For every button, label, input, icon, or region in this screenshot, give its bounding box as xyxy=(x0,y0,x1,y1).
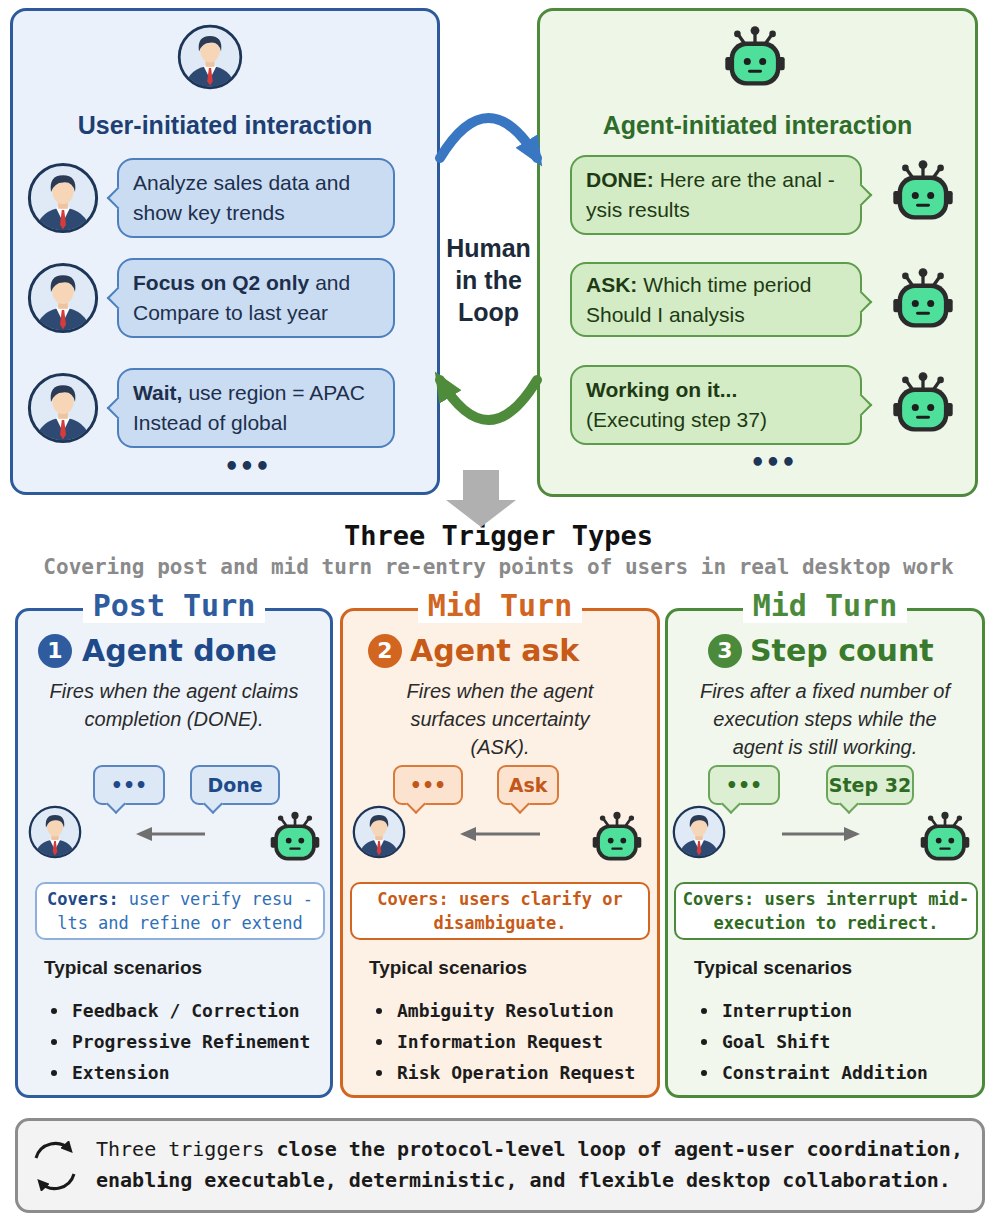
bubble-text: DONE:Here are the anal -ysis results xyxy=(586,165,846,225)
covers-lead: Covers: users interrupt mid- execution t… xyxy=(683,889,970,933)
trigger-description: Fires when the agent surfaces uncertaint… xyxy=(380,677,620,761)
turn-header: Mid Turn xyxy=(418,588,583,623)
user-bubble: Analyze sales data and show key trends xyxy=(117,158,395,238)
agent-bubble: ASK:Which time period Should I analysis xyxy=(570,262,862,337)
trigger-title: Step count xyxy=(750,633,934,669)
bold-lead: Working on it... xyxy=(586,378,737,401)
trigger-panel: Mid TurnStep countFires after a fixed nu… xyxy=(665,608,985,1098)
bubble-text: Focus on Q2 onlyand Compare to last year xyxy=(133,268,379,328)
scenario-item: Risk Operation Request xyxy=(397,1061,635,1085)
loop-label: Human in the Loop xyxy=(440,232,537,328)
more-dots: ••• xyxy=(726,448,820,478)
covers-text: Covers: users clarify or disambiguate. xyxy=(355,887,645,935)
status-bubble: Done xyxy=(190,765,280,805)
covers-box: Covers: users interrupt mid- execution t… xyxy=(674,882,978,940)
number-text: 3 xyxy=(717,639,732,663)
status-text: Step 32 xyxy=(829,773,911,797)
scenario-item: Extension xyxy=(72,1061,170,1085)
covers-box: Covers:user verify resu -lts and refine … xyxy=(35,882,325,940)
step-number: 3 xyxy=(708,634,742,668)
agent-panel: Agent-initiated interactionDONE:Here are… xyxy=(537,8,978,497)
trigger-description: Fires when the agent claims completion (… xyxy=(43,677,305,733)
scenario-item: Interruption xyxy=(722,999,852,1023)
more-dots: ••• xyxy=(200,452,294,482)
panel-title: Agent-initiated interaction xyxy=(540,109,975,141)
bubble-text: Working on it... (Executing step 37) xyxy=(586,375,767,435)
trigger-panel: Mid TurnAgent askFires when the agent su… xyxy=(340,608,660,1098)
number-text: 2 xyxy=(377,639,392,663)
scenario-item: Ambiguity Resolution xyxy=(397,999,614,1023)
message-text: (Executing step 37) xyxy=(586,405,767,435)
bullet-dot xyxy=(51,1008,57,1014)
trigger-title: Agent done xyxy=(82,633,277,669)
status-text: ••• xyxy=(410,773,446,797)
bullet-dot xyxy=(51,1039,57,1045)
summary-lead: Three triggers xyxy=(96,1137,265,1161)
scenario-item: Goal Shift xyxy=(722,1030,830,1054)
covers-lead: Covers: xyxy=(47,889,119,909)
bullet-dot xyxy=(701,1008,707,1014)
trigger-title: Agent ask xyxy=(410,633,579,669)
trigger-panel: Post TurnAgent doneFires when the agent … xyxy=(15,608,333,1098)
agent-bubble: DONE:Here are the anal -ysis results xyxy=(570,155,862,235)
status-bubble: Step 32 xyxy=(826,765,914,805)
bullet-dot xyxy=(701,1070,707,1076)
status-text: ••• xyxy=(111,773,147,797)
bubble-text: Wait,use region = APAC Instead of global xyxy=(133,378,379,438)
status-bubble: Ask xyxy=(497,765,559,805)
bubble-text: ASK:Which time period Should I analysis xyxy=(586,270,846,330)
section-heading: Three Trigger Types xyxy=(0,519,997,553)
bullet-dot xyxy=(376,1070,382,1076)
covers-text: Covers:user verify resu -lts and refine … xyxy=(40,887,320,935)
turn-header-row: Post Turn xyxy=(18,588,330,629)
user-bubble: Wait,use region = APAC Instead of global xyxy=(117,368,395,448)
scenario-heading: Typical scenarios xyxy=(44,956,202,980)
bold-lead: ASK: xyxy=(586,273,637,296)
covers-box: Covers: users clarify or disambiguate. xyxy=(350,882,650,940)
step-number: 1 xyxy=(38,634,72,668)
status-text: ••• xyxy=(726,773,762,797)
loop-arrow xyxy=(440,380,537,420)
summary-box: Three triggersclose the protocol-level l… xyxy=(15,1118,985,1213)
loop-arrow xyxy=(440,118,537,158)
agent-bubble: Working on it... (Executing step 37) xyxy=(570,365,862,445)
status-bubble: ••• xyxy=(708,765,780,805)
bubble-text: Analyze sales data and show key trends xyxy=(133,168,379,228)
turn-header-row: Mid Turn xyxy=(668,588,982,629)
scenario-heading: Typical scenarios xyxy=(694,956,852,980)
summary-text: Three triggersclose the protocol-level l… xyxy=(96,1134,976,1196)
covers-text: Covers: users interrupt mid- execution t… xyxy=(679,887,973,935)
status-text: Ask xyxy=(509,773,548,797)
step-number: 2 xyxy=(368,634,402,668)
panel-title: User-initiated interaction xyxy=(13,109,437,141)
covers-lead: Covers: users clarify or disambiguate. xyxy=(377,889,623,933)
scenario-item: Progressive Refinement xyxy=(72,1030,310,1054)
section-subtitle: Covering post and mid turn re-entry poin… xyxy=(0,553,997,581)
turn-header: Post Turn xyxy=(83,588,266,623)
bullet-dot xyxy=(376,1039,382,1045)
bullet-dot xyxy=(51,1070,57,1076)
bullet-dot xyxy=(701,1039,707,1045)
status-bubble: ••• xyxy=(93,765,165,805)
message-text: Analyze sales data and show key trends xyxy=(133,171,350,224)
bold-lead: Focus on Q2 only xyxy=(133,271,309,294)
status-text: Done xyxy=(207,773,262,797)
turn-header: Mid Turn xyxy=(743,588,908,623)
bullet-dot xyxy=(376,1008,382,1014)
scenario-item: Information Request xyxy=(397,1030,603,1054)
user-bubble: Focus on Q2 onlyand Compare to last year xyxy=(117,258,395,338)
flow-arrow xyxy=(446,470,516,527)
number-text: 1 xyxy=(47,639,62,663)
scenario-item: Constraint Addition xyxy=(722,1061,928,1085)
scenario-heading: Typical scenarios xyxy=(369,956,527,980)
user-panel: User-initiated interactionAnalyze sales … xyxy=(10,8,440,495)
scenario-item: Feedback / Correction xyxy=(72,999,300,1023)
turn-header-row: Mid Turn xyxy=(343,588,657,629)
bold-lead: DONE: xyxy=(586,168,654,191)
trigger-description: Fires after a fixed number of execution … xyxy=(699,677,951,761)
status-bubble: ••• xyxy=(393,765,463,805)
bold-lead: Wait, xyxy=(133,381,182,404)
